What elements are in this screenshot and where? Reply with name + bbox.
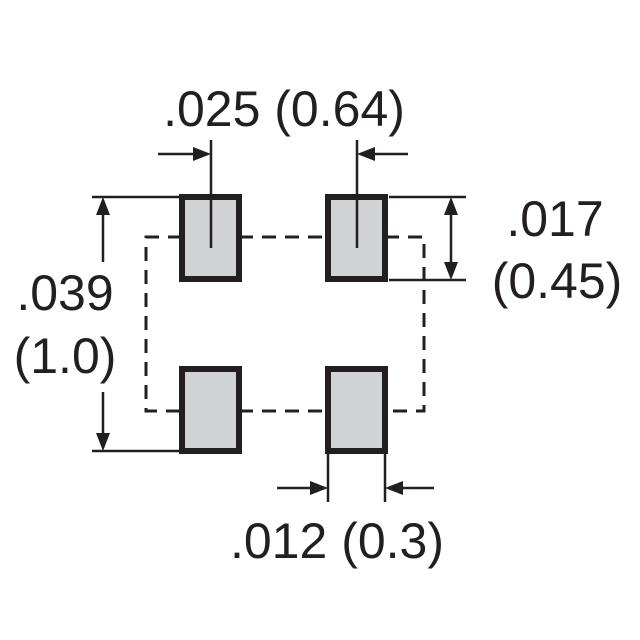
arrow-down-icon [444, 262, 458, 280]
arrow-left-icon [357, 147, 375, 161]
left-dimension-label-mm: (1.0) [14, 328, 117, 384]
pad-bottom-left [179, 366, 242, 454]
bottom-dimension: .012 (0.3) [230, 454, 444, 569]
pad-bottom-right [325, 366, 388, 454]
top-dimension: .025 (0.64) [158, 81, 408, 248]
right-dimension-label-mm: (0.45) [492, 253, 623, 309]
right-dimension: .017 (0.45) [389, 191, 622, 309]
left-dimension: .039 (1.0) [14, 195, 180, 453]
arrow-right-icon [193, 147, 211, 161]
left-dimension-label-inch: .039 [16, 265, 113, 321]
right-dimension-label-inch: .017 [506, 191, 603, 247]
arrow-left-icon [385, 481, 403, 495]
top-dimension-label: .025 (0.64) [163, 81, 405, 137]
arrow-right-icon [310, 481, 328, 495]
arrow-up-icon [444, 197, 458, 215]
arrow-up-icon [96, 197, 110, 215]
arrow-down-icon [96, 433, 110, 451]
bottom-dimension-label: .012 (0.3) [230, 513, 444, 569]
package-outline [144, 235, 426, 413]
